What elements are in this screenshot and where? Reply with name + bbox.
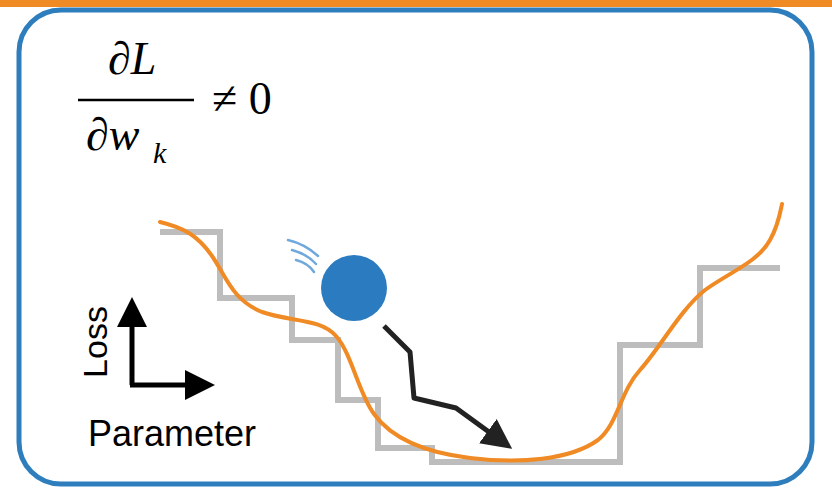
panel-border xyxy=(19,10,812,484)
motion-lines xyxy=(288,240,318,272)
axis-label: Loss xyxy=(78,306,112,378)
parameter-axis xyxy=(130,383,200,388)
formula-subscript: k xyxy=(153,138,166,168)
top-bar xyxy=(0,0,832,7)
fraction-bar xyxy=(78,99,194,102)
formula-inequality: ≠ 0 xyxy=(212,76,272,122)
formula-denominator: ∂w xyxy=(86,112,139,158)
descent-arrow xyxy=(384,326,500,440)
formula-numerator: ∂L xyxy=(108,36,156,82)
loss-axis xyxy=(130,312,135,385)
ball xyxy=(321,255,387,321)
axis-label: Parameter xyxy=(88,416,256,452)
